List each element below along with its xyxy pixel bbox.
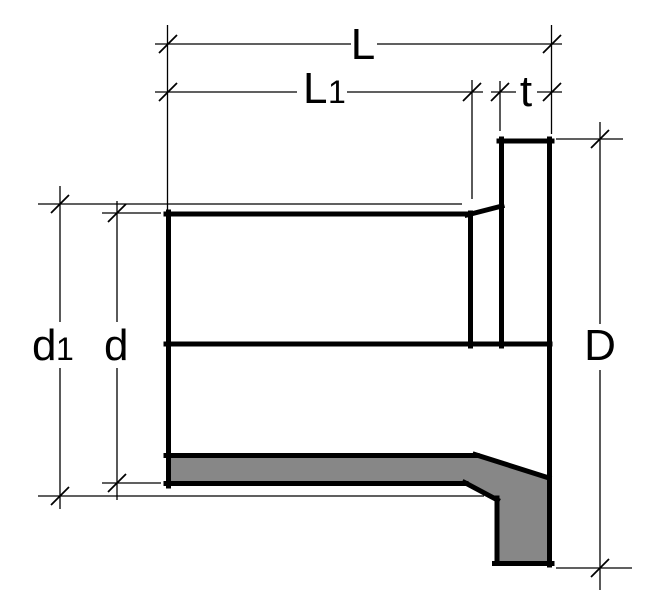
sectioned-wall-fill xyxy=(168,457,548,561)
tick-d-bottom xyxy=(107,473,127,493)
label-inner-diameter-d1-base: d xyxy=(32,321,56,370)
tick-t-right xyxy=(542,82,562,102)
tick-L-left xyxy=(158,34,178,54)
label-body-length-L1-base: L xyxy=(303,64,327,113)
tick-D-top xyxy=(590,129,610,149)
label-pipe-diameter-d: d xyxy=(104,321,128,370)
gray-wall-top-diagonal xyxy=(471,451,553,482)
label-flange-thickness-t: t xyxy=(520,67,532,116)
label-flange-diameter-D: D xyxy=(584,321,616,370)
tick-L-right xyxy=(542,34,562,54)
gray-wall-inner-diagonal xyxy=(461,479,501,504)
tick-d1-bottom xyxy=(50,486,70,506)
tick-D-bottom xyxy=(590,558,610,578)
tick-L1-right xyxy=(462,82,482,102)
tick-L1-left xyxy=(158,82,178,102)
label-body-length-L1-subscript: 1 xyxy=(328,74,346,110)
tick-t-left xyxy=(490,82,510,102)
label-overall-length-L: L xyxy=(351,20,375,69)
tick-d1-top xyxy=(50,194,70,214)
tick-d-top xyxy=(107,203,127,223)
label-inner-diameter-d1-subscript: 1 xyxy=(56,331,74,367)
